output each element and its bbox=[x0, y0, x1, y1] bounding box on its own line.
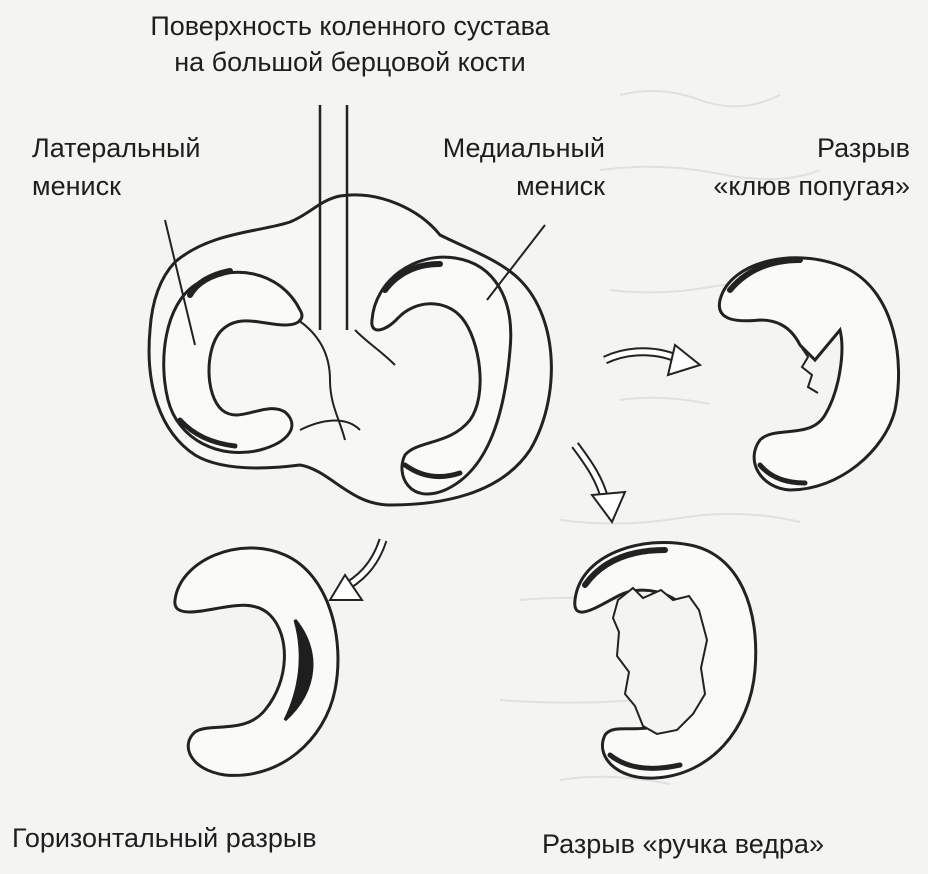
lateral-label-line-1: Латеральный bbox=[32, 133, 201, 163]
lateral-meniscus-shape bbox=[162, 270, 304, 455]
lateral-label-line-2: мениск bbox=[32, 171, 121, 201]
medial-leader-line bbox=[486, 224, 546, 301]
parrot-beak-meniscus bbox=[717, 256, 901, 492]
medial-label-line-2: мениск bbox=[516, 171, 605, 201]
lateral-leader-line bbox=[164, 219, 196, 346]
horizontal-tear-label: Горизонтальный разрыв bbox=[12, 823, 317, 853]
parrot-label-line-2: «клюв попугая» bbox=[713, 171, 910, 201]
parrot-label-line-1: Разрыв bbox=[817, 133, 910, 163]
medial-meniscus-shape bbox=[370, 255, 513, 496]
horizontal-tear-meniscus bbox=[173, 546, 340, 777]
title-line-1: Поверхность коленного сустава bbox=[150, 11, 550, 41]
bucket-handle-label: Разрыв «ручка ведра» bbox=[542, 829, 824, 859]
medial-label-line-1: Медиальный bbox=[442, 133, 605, 163]
title-line-2: на большой берцовой кости bbox=[174, 47, 526, 77]
